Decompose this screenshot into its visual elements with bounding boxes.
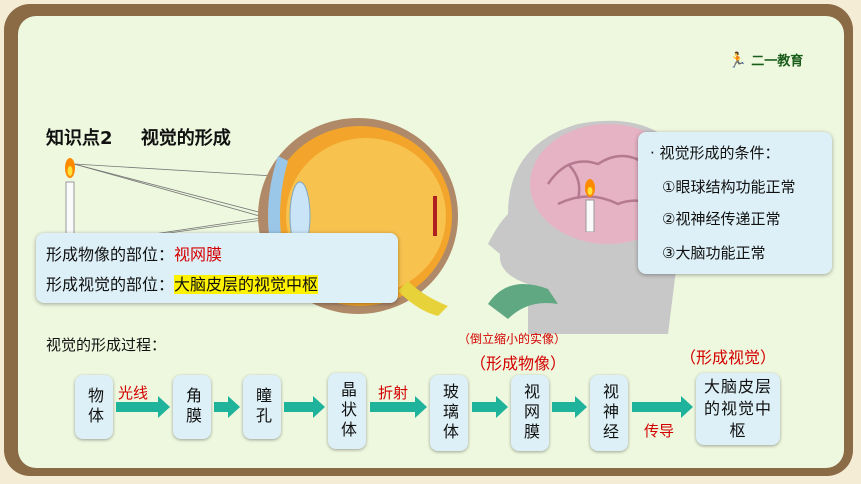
arrow-refract [370, 396, 427, 418]
slide-panel: 🏃 二一教育 [18, 16, 844, 468]
arrow-label-refract: 折射 [378, 384, 409, 402]
node-lens: 晶状体 [328, 373, 366, 449]
image-location-value: 视网膜 [174, 245, 223, 264]
arrow [552, 396, 587, 418]
condition-item: ①眼球结构功能正常 [662, 178, 796, 196]
brand-text: 二一教育 [751, 54, 804, 69]
arrow-label-light: 光线 [118, 384, 149, 402]
image-location-row: 形成物像的部位：视网膜 [46, 245, 223, 264]
node-retina: 视网膜 [511, 375, 549, 451]
node-vitreous-body: 玻璃体 [430, 375, 468, 451]
runner-icon: 🏃 [728, 51, 747, 69]
conditions-box: · 视觉形成的条件： ①眼球结构功能正常 ②视神经传递正常 ③大脑功能正常 [638, 132, 832, 274]
vision-location-row: 形成视觉的部位：大脑皮层的视觉中枢 [46, 275, 319, 294]
vision-formed-label: （形成视觉） [680, 348, 777, 367]
candle-object-icon [65, 158, 75, 256]
condition-item: ③大脑功能正常 [662, 244, 766, 262]
arrow [284, 396, 325, 418]
page-title: 知识点2 视觉的形成 [46, 128, 231, 149]
image-formed-label: （形成物像） [470, 354, 567, 373]
node-pupil: 瞳孔 [243, 375, 281, 439]
candle-perceived-icon [585, 179, 595, 232]
node-object: 物体 [75, 375, 113, 439]
process-heading: 视觉的形成过程： [46, 336, 167, 354]
arrow [472, 396, 508, 418]
arrow-conduct [632, 396, 693, 418]
condition-item: ②视神经传递正常 [662, 210, 781, 228]
image-note: （倒立缩小的实像） [458, 332, 567, 346]
arrow-light [116, 396, 170, 418]
brand-logo: 🏃 二一教育 [728, 50, 838, 70]
vision-location-value: 大脑皮层的视觉中枢 [174, 275, 319, 294]
arrow-label-conduct: 传导 [644, 422, 675, 440]
node-visual-cortex: 大脑皮层的视觉中枢 [696, 373, 780, 445]
formation-location-box: 形成物像的部位：视网膜 形成视觉的部位：大脑皮层的视觉中枢 [36, 233, 398, 303]
node-cornea: 角膜 [173, 375, 211, 439]
arrow [214, 396, 240, 418]
conditions-title: · 视觉形成的条件： [650, 144, 780, 162]
node-optic-nerve: 视神经 [590, 375, 628, 451]
